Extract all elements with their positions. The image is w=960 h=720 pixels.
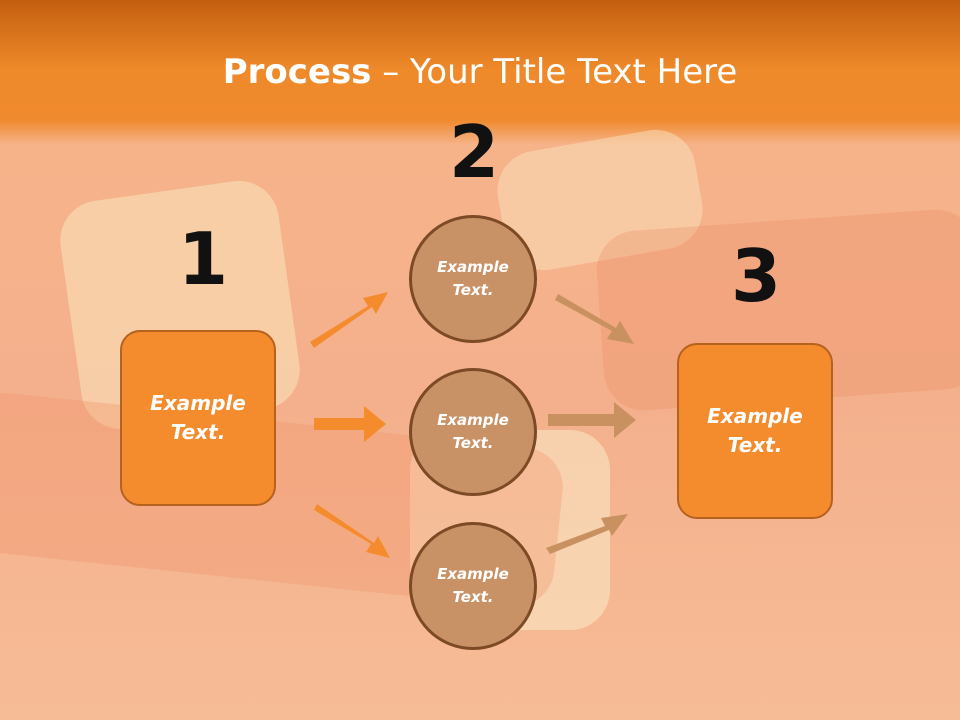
circle-top: Example Text. — [409, 215, 537, 343]
right-box: Example Text. — [677, 343, 833, 519]
slide-title: Process – Your Title Text Here — [0, 52, 960, 92]
title-bold: Process — [222, 52, 372, 92]
step-number-3: 3 — [731, 234, 782, 318]
title-rest: – Your Title Text Here — [371, 52, 738, 92]
step-number-2: 2 — [449, 110, 500, 194]
circle-middle-text: Example Text. — [437, 411, 509, 452]
arrow-left-top — [310, 292, 388, 348]
left-box: Example Text. — [120, 330, 276, 506]
arrow-right-top — [555, 294, 634, 344]
circle-bottom: Example Text. — [409, 522, 537, 650]
circle-bottom-text: Example Text. — [437, 565, 509, 606]
left-box-text: Example Text. — [150, 391, 246, 444]
circle-top-text: Example Text. — [437, 258, 509, 299]
step-number-1: 1 — [178, 217, 229, 301]
arrow-right-bottom — [546, 514, 628, 554]
arrow-right-middle — [548, 402, 636, 438]
arrow-left-bottom — [314, 504, 390, 558]
circle-middle: Example Text. — [409, 368, 537, 496]
arrow-left-middle — [314, 406, 386, 442]
right-box-text: Example Text. — [707, 404, 803, 457]
